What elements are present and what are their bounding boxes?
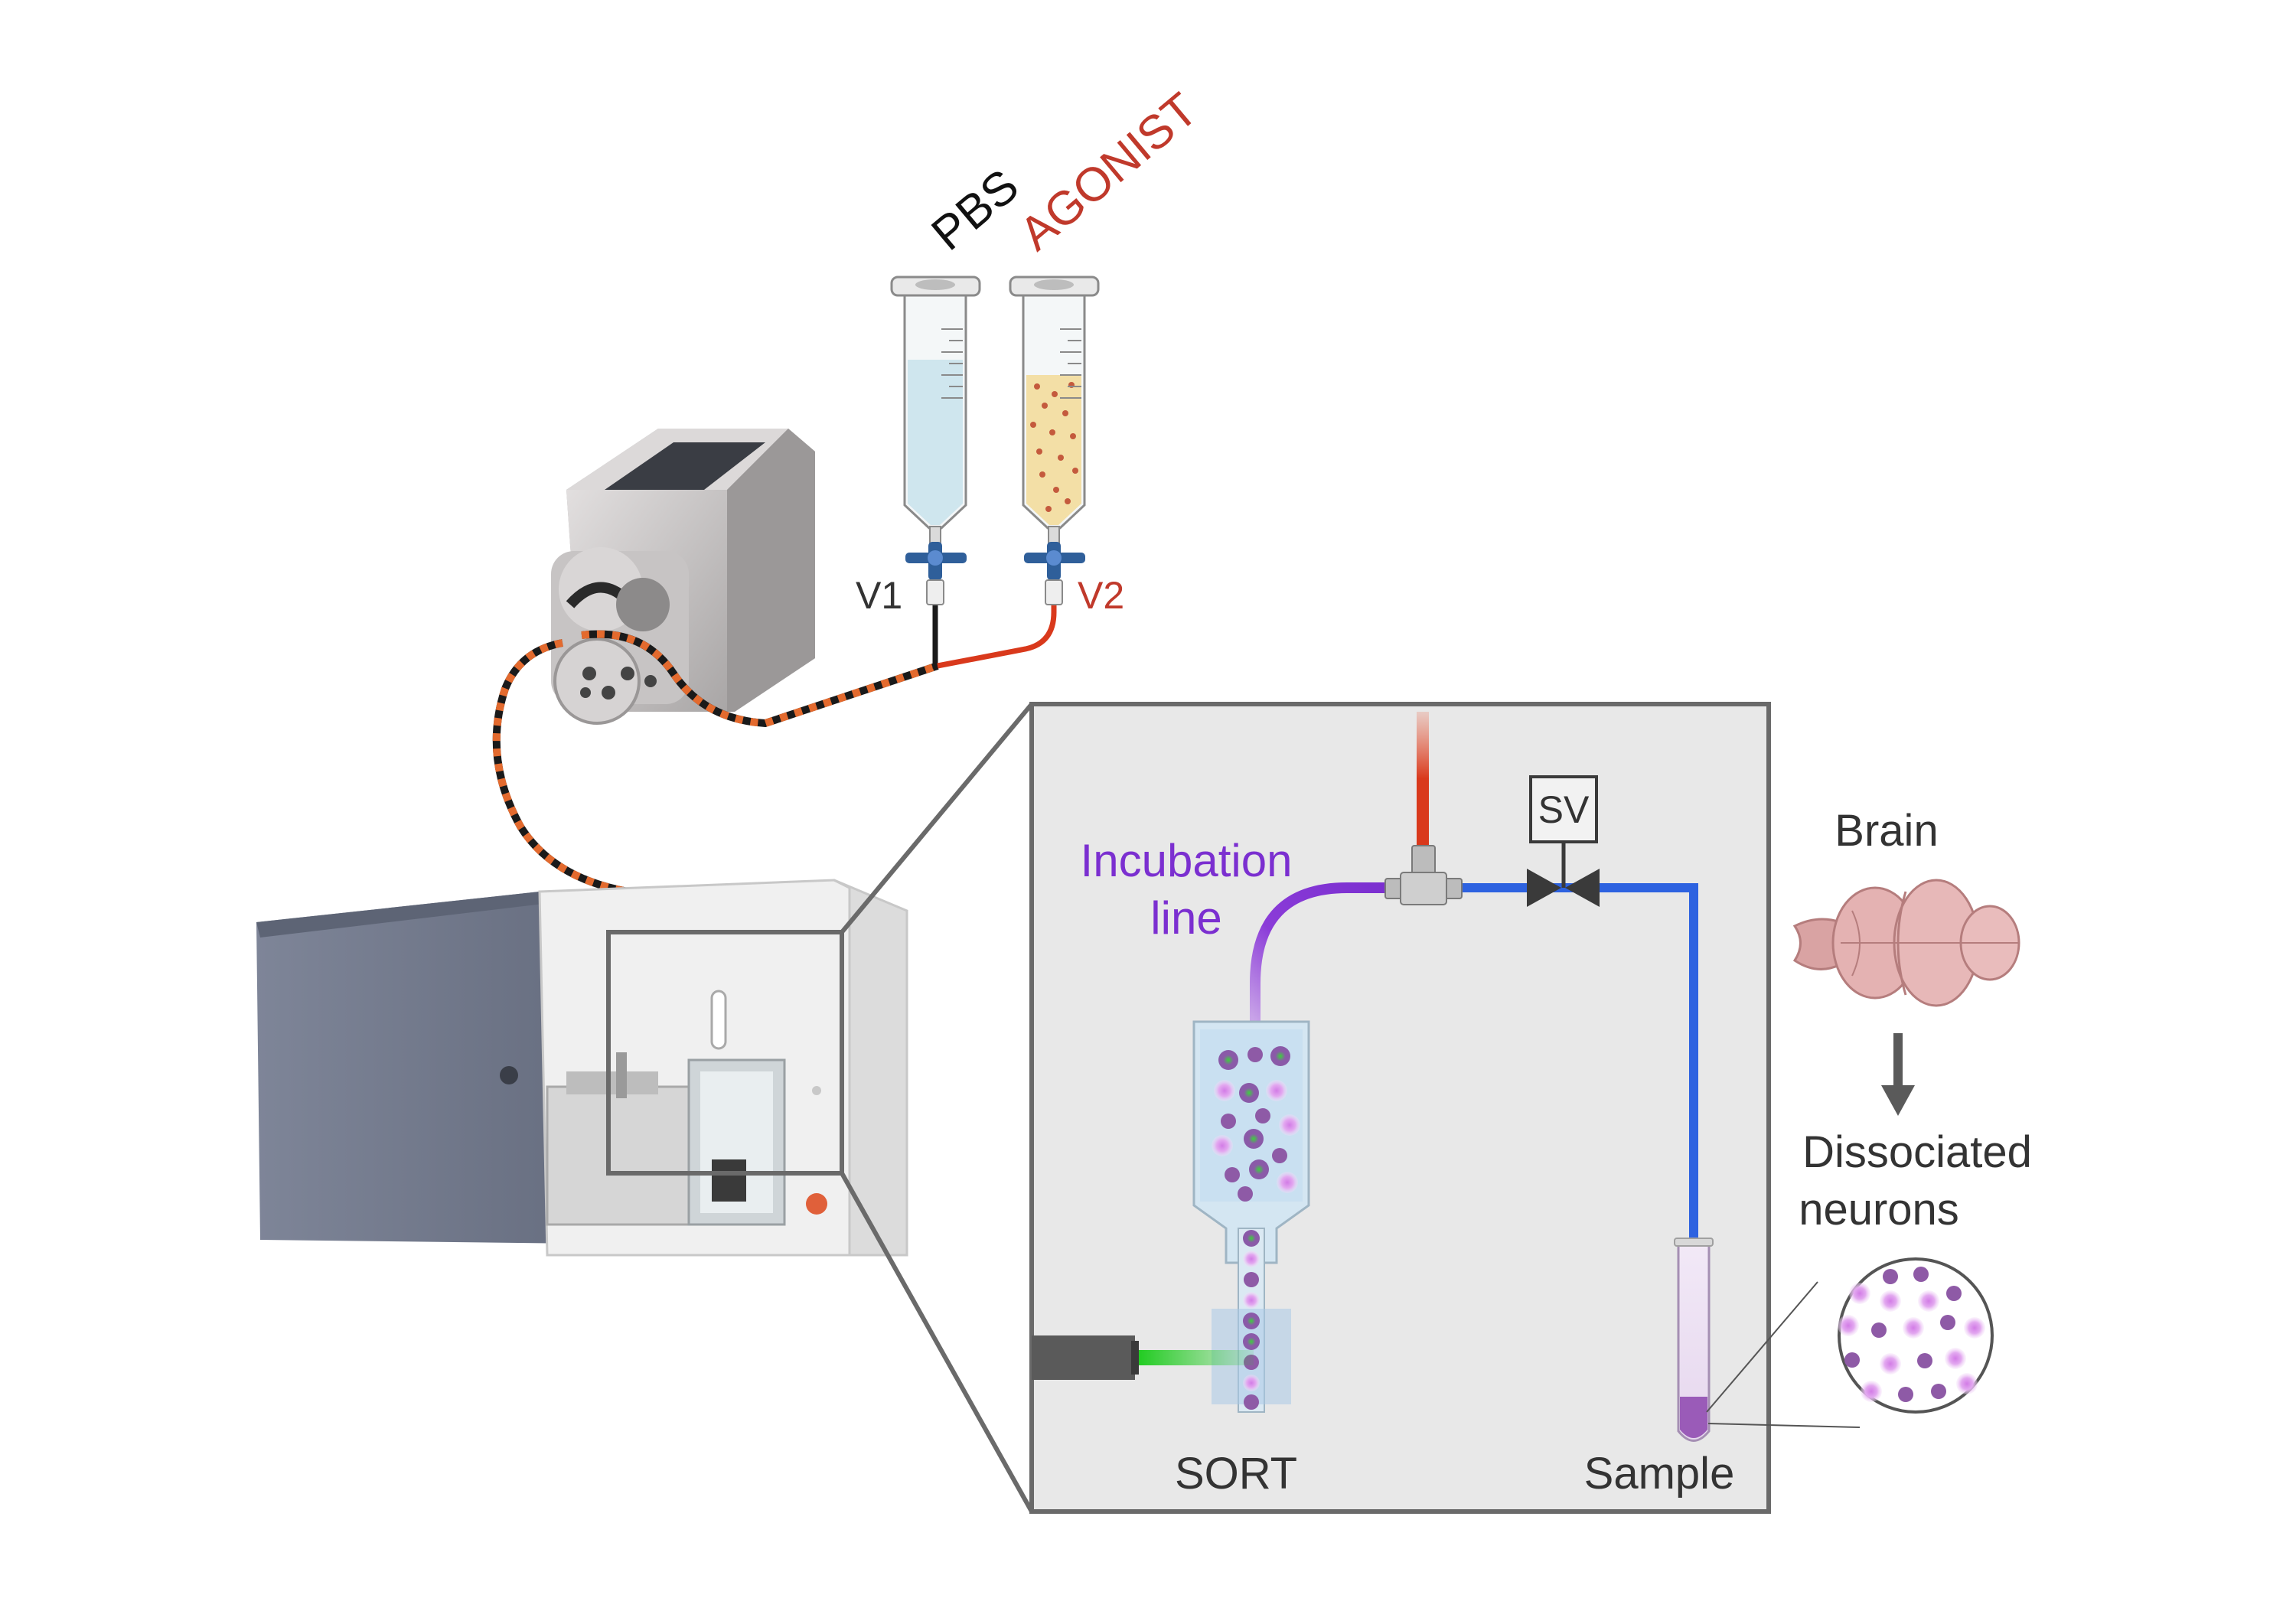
sort-label: SORT xyxy=(1175,1449,1297,1498)
sv-label: SV xyxy=(1538,788,1590,831)
laser-icon xyxy=(1032,1335,1254,1380)
t-connector-icon xyxy=(1384,845,1463,905)
stopcock-valve-v2-icon xyxy=(1024,542,1085,605)
funnel-cells xyxy=(1212,1046,1300,1202)
agonist-inlet-line xyxy=(1417,712,1429,846)
neuron-magnifier xyxy=(1706,1257,1994,1428)
inset-panel xyxy=(1029,702,1771,1514)
solenoid-valve-icon xyxy=(1527,775,1600,907)
incubation-line xyxy=(1250,882,1385,1022)
brain-icon xyxy=(1792,879,2020,1007)
v1-label: V1 xyxy=(856,574,902,617)
agonist-label: AGONIST xyxy=(1010,83,1208,261)
v2-label: V2 xyxy=(1078,574,1124,617)
flow-cytometer-icon xyxy=(256,879,908,1257)
channel-cells xyxy=(1243,1230,1260,1410)
peristaltic-pump-icon xyxy=(551,429,815,725)
zoom-connector-lines xyxy=(840,703,1034,1513)
pbs-label: PBS xyxy=(922,159,1029,261)
v2-outlet-tube xyxy=(937,605,1057,669)
down-arrow-icon xyxy=(1881,1033,1915,1116)
incubation-line-label-2: line xyxy=(1150,892,1221,944)
syringe-agonist-icon xyxy=(1009,276,1100,550)
sample-label: Sample xyxy=(1584,1449,1735,1498)
zoom-source-box xyxy=(606,930,844,1176)
stopcock-valve-v1-icon xyxy=(905,542,967,605)
syringe-pbs-icon xyxy=(890,276,981,550)
pump-to-cytometer-tubing xyxy=(492,630,939,899)
v1-outlet-tube xyxy=(932,605,938,669)
dissociated-neurons-label-1: Dissociated xyxy=(1802,1127,2032,1177)
incubation-line-label-1: Incubation xyxy=(1081,835,1293,886)
brain-label: Brain xyxy=(1835,806,1938,856)
test-tube-icon xyxy=(1674,1238,1714,1442)
dissociated-neurons-label-2: neurons xyxy=(1799,1185,1959,1234)
